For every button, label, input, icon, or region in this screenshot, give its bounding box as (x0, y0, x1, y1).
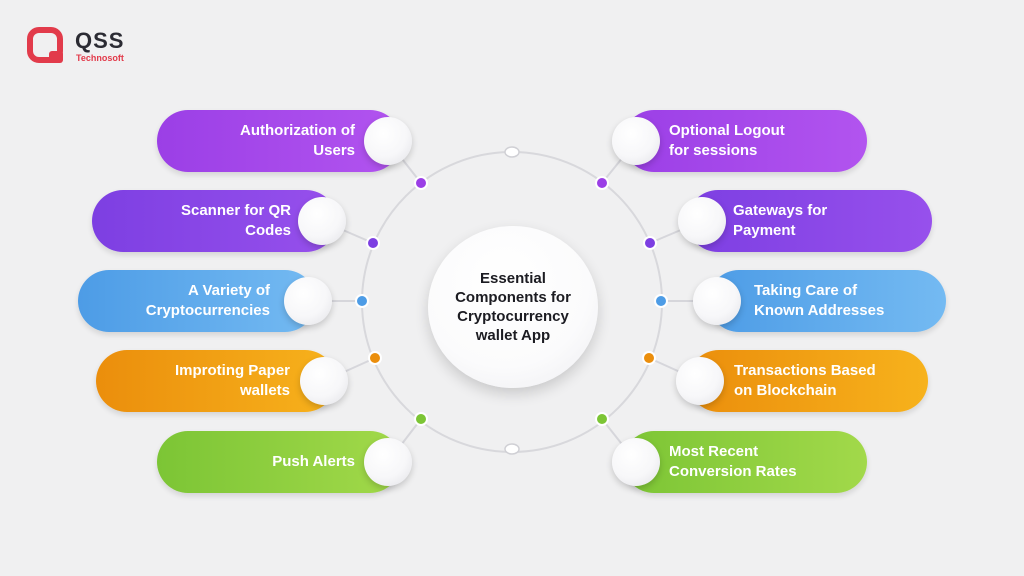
ring-dot-right-3 (654, 294, 668, 308)
feature-label: Push Alerts (272, 453, 355, 470)
right-knob-4 (676, 357, 724, 405)
feature-item-paper-wallets: Improting Paper wallets (96, 350, 336, 412)
ring-dot-right-1 (595, 176, 609, 190)
feature-item-optional-logout: Optional Logout for sessions (623, 110, 867, 172)
feature-item-cryptocurrencies: A Variety of Cryptocurrencies (78, 270, 316, 332)
center-title: Essential Components for Cryptocurrency … (455, 270, 571, 344)
left-knob-1 (364, 117, 412, 165)
ring-dot-right-2 (643, 236, 657, 250)
ring-dot-left-2 (366, 236, 380, 250)
ring-node-top (504, 146, 520, 158)
feature-label: Optional Logout for sessions (669, 122, 785, 159)
right-knob-2 (678, 197, 726, 245)
ring-dot-left-1 (414, 176, 428, 190)
ring-dot-left-4 (368, 351, 382, 365)
right-knob-1 (612, 117, 660, 165)
feature-label: Authorization of Users (240, 122, 355, 159)
brand-subtitle: Technosoft (76, 53, 124, 63)
feature-label: Transactions Based on Blockchain (734, 362, 876, 399)
feature-item-payment-gateways: Gateways for Payment (687, 190, 932, 252)
feature-item-known-addresses: Taking Care of Known Addresses (708, 270, 946, 332)
feature-item-qr-scanner: Scanner for QR Codes (92, 190, 337, 252)
feature-label: Gateways for Payment (733, 202, 828, 239)
brand-logo: QSS Technosoft (27, 27, 167, 69)
feature-item-blockchain-transactions: Transactions Based on Blockchain (688, 350, 928, 412)
ring-dot-left-3 (355, 294, 369, 308)
left-knob-3 (284, 277, 332, 325)
q-logo-icon (27, 27, 63, 63)
ring-node-bottom (504, 443, 520, 455)
left-knob-2 (298, 197, 346, 245)
left-knob-4 (300, 357, 348, 405)
left-knob-5 (364, 438, 412, 486)
ring-dot-right-4 (642, 351, 656, 365)
center-hub: Essential Components for Cryptocurrency … (428, 226, 598, 388)
feature-label: Taking Care of Known Addresses (754, 282, 885, 319)
feature-item-authorization: Authorization of Users (157, 110, 401, 172)
ring-dot-right-5 (595, 412, 609, 426)
feature-label: Improting Paper wallets (174, 362, 290, 399)
feature-label: Scanner for QR Codes (180, 202, 291, 239)
ring-dot-left-5 (414, 412, 428, 426)
right-knob-3 (693, 277, 741, 325)
feature-item-push-alerts: Push Alerts (157, 431, 401, 493)
right-knob-5 (612, 438, 660, 486)
brand-name: QSS (75, 28, 125, 53)
feature-item-conversion-rates: Most Recent Conversion Rates (623, 431, 867, 493)
feature-label: Most Recent Conversion Rates (669, 443, 797, 480)
feature-label: A Variety of Cryptocurrencies (145, 282, 270, 319)
